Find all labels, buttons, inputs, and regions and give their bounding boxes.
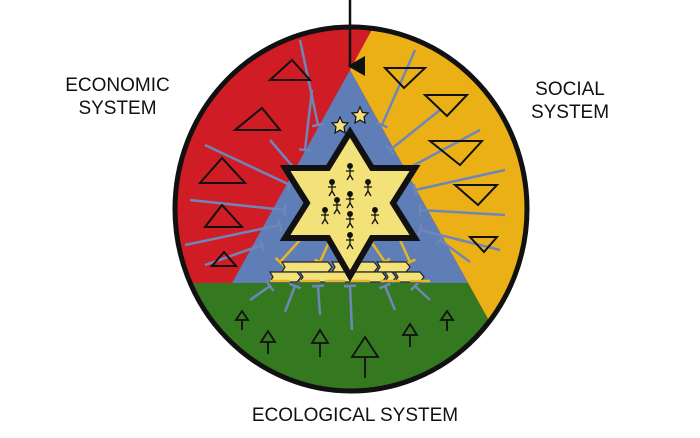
people-figures xyxy=(321,163,379,250)
spoke-end xyxy=(311,284,325,288)
triangle-icon xyxy=(197,156,248,184)
economic-triangles xyxy=(197,58,313,267)
spoke-line xyxy=(419,208,506,217)
person-icon xyxy=(346,211,354,229)
ecological-system-label: ECOLOGICAL SYSTEM xyxy=(251,405,459,426)
spoke-end xyxy=(265,280,275,292)
spoke-end xyxy=(412,183,418,197)
spoke-end xyxy=(378,282,392,290)
triangle-icon xyxy=(232,106,283,131)
up-arrow-icon xyxy=(401,322,419,347)
person-icon xyxy=(328,179,336,197)
spoke-line xyxy=(419,228,501,252)
spoke-end xyxy=(311,122,325,128)
inverted-triangle-icon xyxy=(452,184,500,207)
spoke-end xyxy=(385,144,395,156)
person-icon xyxy=(346,232,354,250)
spoke-line xyxy=(398,239,412,263)
spoke-line xyxy=(249,284,271,302)
spoke-line xyxy=(283,285,297,313)
ecological-sector xyxy=(175,283,527,391)
spoke-line xyxy=(439,238,471,264)
spoke-end xyxy=(417,223,423,237)
spoke-end xyxy=(418,203,422,217)
social-label-line2: SYSTEM xyxy=(530,102,610,123)
spoke-line xyxy=(298,39,320,126)
spoke-line xyxy=(303,89,314,151)
spoke-line xyxy=(316,285,322,316)
up-arrow-icon xyxy=(439,309,455,331)
social-system-label: SOCIAL SYSTEM xyxy=(515,78,625,124)
spoke-end xyxy=(283,203,287,217)
inverted-triangle-icon xyxy=(422,94,470,118)
economic-system-label: ECONOMIC SYSTEM xyxy=(55,74,180,120)
foundation-bars xyxy=(268,261,425,283)
spoke-line xyxy=(279,239,301,263)
inverted-triangle-icon xyxy=(467,236,500,254)
spoke-line xyxy=(189,198,286,212)
spoke-end xyxy=(376,121,388,129)
spoke-line xyxy=(414,285,431,301)
triangle-icon xyxy=(209,250,239,267)
social-triangles xyxy=(382,67,500,254)
spoke-end xyxy=(409,280,421,292)
triangle-icon xyxy=(202,203,245,228)
spoke-end xyxy=(435,234,445,246)
economic-label-line2: SYSTEM xyxy=(78,98,157,119)
social-label-line1: SOCIAL xyxy=(535,79,605,100)
up-arrow-icon xyxy=(310,328,330,357)
inverted-triangle-icon xyxy=(382,67,428,90)
economic-label-line1: ECONOMIC xyxy=(65,75,170,96)
spoke-end xyxy=(258,238,266,252)
triangle-icon xyxy=(267,58,313,81)
spoke-line xyxy=(368,239,387,263)
spoke-line xyxy=(383,285,397,311)
person-icon xyxy=(364,179,372,197)
spoke-end xyxy=(277,218,283,232)
inverted-triangle-icon xyxy=(427,140,485,167)
spoke-line xyxy=(204,143,291,187)
star-icon xyxy=(330,115,350,135)
star-icon xyxy=(350,105,370,125)
small-stars xyxy=(330,105,370,135)
up-arrow-icon xyxy=(234,309,250,330)
ecological-arrows xyxy=(234,309,455,378)
spoke-end xyxy=(298,148,312,152)
spoke-end xyxy=(343,284,357,288)
person-icon xyxy=(346,163,354,181)
up-arrow-icon xyxy=(259,329,277,354)
up-arrow-icon xyxy=(350,335,380,378)
people-star xyxy=(279,126,421,282)
spoke-line xyxy=(414,168,506,192)
person-icon xyxy=(346,191,354,209)
spoke-line xyxy=(348,285,354,331)
person-icon xyxy=(371,207,379,225)
person-icon xyxy=(333,197,341,215)
spoke-line xyxy=(184,223,281,247)
spoke-end xyxy=(288,282,302,290)
spoke-line xyxy=(380,49,417,126)
spoke-line xyxy=(389,109,441,151)
person-icon xyxy=(321,207,329,225)
